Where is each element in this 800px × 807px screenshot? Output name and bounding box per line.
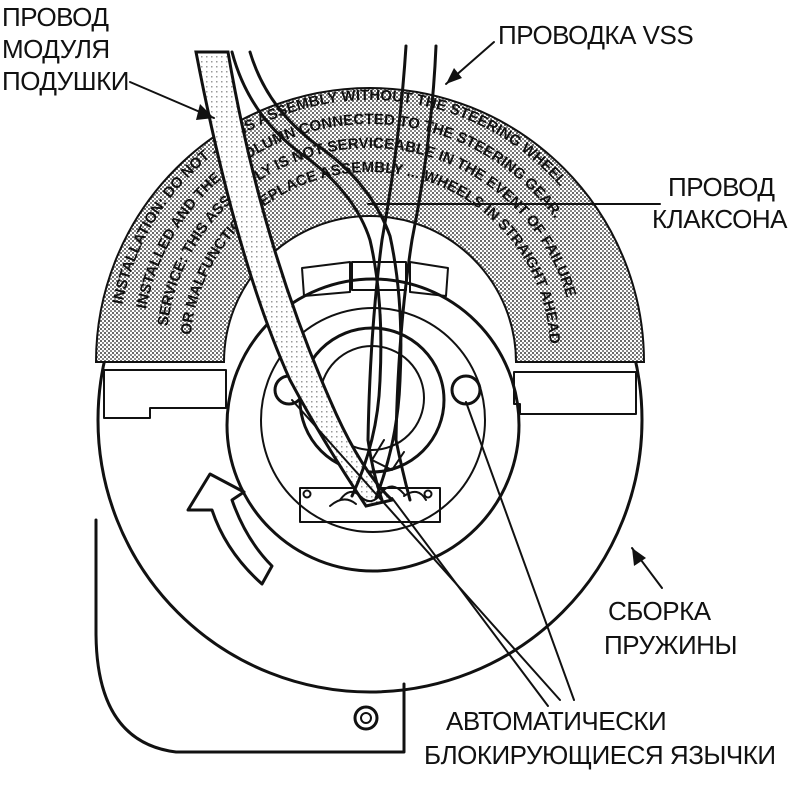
hub-outer	[225, 277, 521, 573]
svg-text:БЛОКИРУЮЩИЕСЯ ЯЗЫЧКИ: БЛОКИРУЮЩИЕСЯ ЯЗЫЧКИ	[424, 740, 776, 770]
svg-text:АВТОМАТИЧЕСКИ: АВТОМАТИЧЕСКИ	[446, 706, 666, 736]
svg-text:ПРОВОДКА VSS: ПРОВОДКА VSS	[498, 20, 693, 50]
airbag-wire	[194, 50, 396, 508]
mounting-hole	[353, 705, 379, 731]
leaders	[129, 41, 663, 707]
label-spring-assembly: СБОРКА ПРУЖИНЫ	[604, 596, 737, 660]
housing-body	[94, 518, 406, 754]
svg-text:МОДУЛЯ: МОДУЛЯ	[2, 34, 110, 64]
hub-mid	[260, 307, 486, 533]
label-airbag-wire: ПРОВОД МОДУЛЯ ПОДУШКИ	[2, 2, 129, 96]
label-vss-wiring: ПРОВОДКА VSS	[498, 20, 694, 50]
svg-text:ПОДУШКИ: ПОДУШКИ	[2, 66, 129, 96]
svg-text:СБОРКА: СБОРКА	[608, 596, 712, 626]
svg-text:КЛАКСОНА: КЛАКСОНА	[652, 204, 788, 234]
horn-wire	[230, 50, 403, 500]
label-horn-wire: ПРОВОД КЛАКСОНА	[652, 172, 789, 234]
svg-text:ПРОВОД: ПРОВОД	[2, 2, 109, 32]
rotation-arrow-icon	[186, 472, 274, 586]
vss-wiring	[366, 44, 438, 502]
connector	[299, 487, 441, 523]
wire-ends	[329, 485, 427, 507]
svg-text:ПРУЖИНЫ: ПРУЖИНЫ	[604, 630, 737, 660]
locking-tab-right	[450, 374, 482, 406]
svg-text:ПРОВОД: ПРОВОД	[668, 172, 775, 202]
label-locking-tabs: АВТОМАТИЧЕСКИ БЛОКИРУЮЩИЕСЯ ЯЗЫЧКИ	[424, 706, 776, 770]
